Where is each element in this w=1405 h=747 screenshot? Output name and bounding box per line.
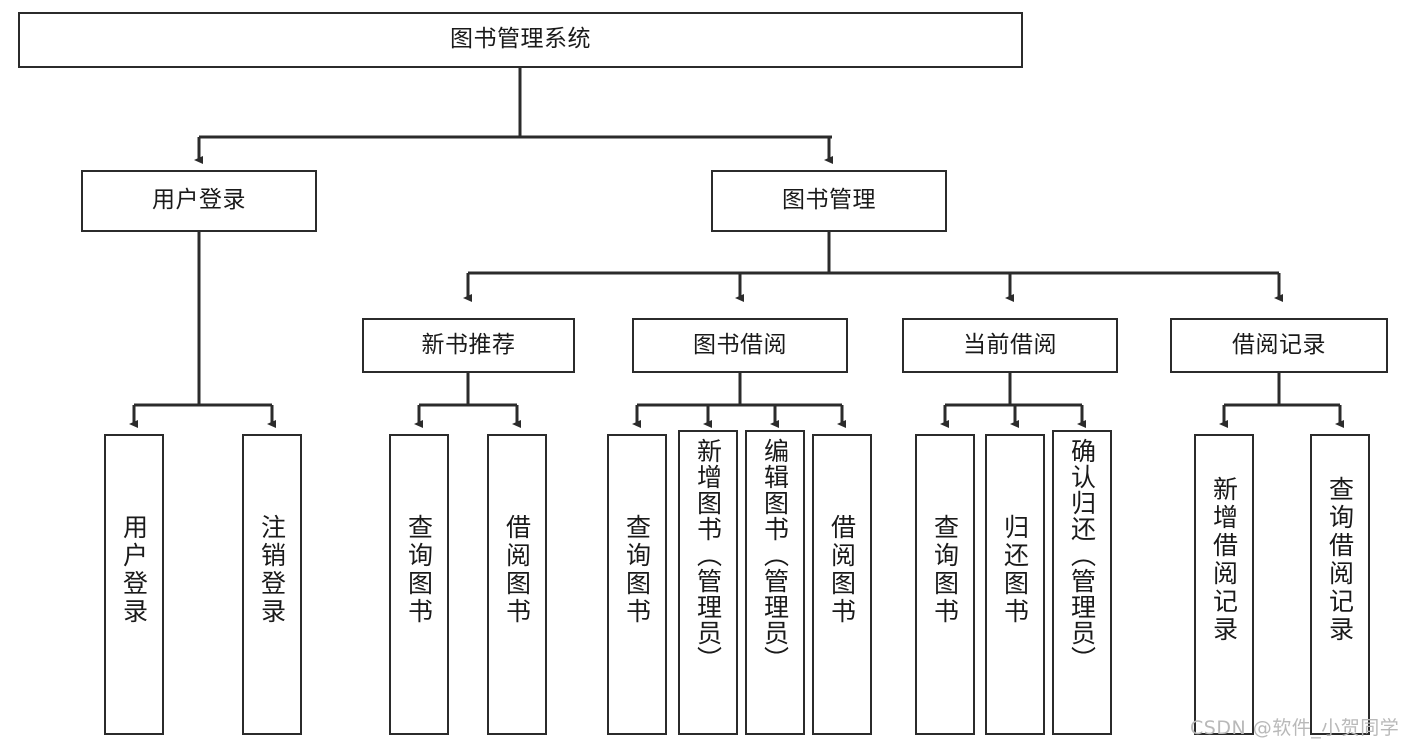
leaf-query-book-current-label: 查询图书 — [930, 514, 960, 626]
leaf-borrow-book-borrow-label: 借阅图书 — [827, 514, 857, 626]
leaf-query-book-recommend[interactable]: 查询图书 — [389, 434, 449, 735]
leaf-add-book-admin-label: 新增图书（管理员） — [693, 438, 723, 672]
node-borrow-record[interactable]: 借阅记录 — [1170, 318, 1388, 373]
node-book-management[interactable]: 图书管理 — [711, 170, 947, 232]
node-user-login-label: 用户登录 — [152, 187, 246, 214]
leaf-add-book-admin[interactable]: 新增图书（管理员） — [678, 430, 738, 735]
leaf-logout[interactable]: 注销登录 — [242, 434, 302, 735]
leaf-borrow-book-recommend[interactable]: 借阅图书 — [487, 434, 547, 735]
node-current-borrow[interactable]: 当前借阅 — [902, 318, 1118, 373]
node-book-management-label: 图书管理 — [782, 187, 876, 214]
leaf-add-borrow-record[interactable]: 新增借阅记录 — [1194, 434, 1254, 735]
leaf-confirm-return-admin-label: 确认归还（管理员） — [1067, 438, 1097, 672]
leaf-return-book[interactable]: 归还图书 — [985, 434, 1045, 735]
leaf-borrow-book-borrow[interactable]: 借阅图书 — [812, 434, 872, 735]
node-new-book-recommend-label: 新书推荐 — [421, 331, 516, 358]
leaf-confirm-return-admin[interactable]: 确认归还（管理员） — [1052, 430, 1112, 735]
leaf-user-login[interactable]: 用户登录 — [104, 434, 164, 735]
leaf-query-book-current[interactable]: 查询图书 — [915, 434, 975, 735]
leaf-borrow-book-recommend-label: 借阅图书 — [502, 514, 532, 626]
leaf-logout-label: 注销登录 — [257, 514, 287, 626]
leaf-query-borrow-record-label: 查询借阅记录 — [1325, 476, 1355, 644]
leaf-return-book-label: 归还图书 — [1000, 514, 1030, 626]
node-borrow-record-label: 借阅记录 — [1232, 331, 1326, 358]
leaf-query-borrow-record[interactable]: 查询借阅记录 — [1310, 434, 1370, 735]
leaf-add-borrow-record-label: 新增借阅记录 — [1209, 476, 1239, 644]
node-root-label: 图书管理系统 — [450, 26, 591, 53]
csdn-watermark: CSDN @软件_小贺同学 — [1190, 717, 1400, 739]
leaf-query-book-borrow-label: 查询图书 — [622, 514, 652, 626]
leaf-user-login-label: 用户登录 — [119, 514, 149, 626]
leaf-edit-book-admin[interactable]: 编辑图书（管理员） — [745, 430, 805, 735]
node-current-borrow-label: 当前借阅 — [963, 331, 1057, 358]
leaf-query-book-recommend-label: 查询图书 — [404, 514, 434, 626]
node-user-login[interactable]: 用户登录 — [81, 170, 317, 232]
leaf-edit-book-admin-label: 编辑图书（管理员） — [760, 438, 790, 672]
leaf-query-book-borrow[interactable]: 查询图书 — [607, 434, 667, 735]
node-book-borrow-label: 图书借阅 — [693, 331, 787, 358]
node-book-borrow[interactable]: 图书借阅 — [632, 318, 848, 373]
node-root[interactable]: 图书管理系统 — [18, 12, 1023, 68]
node-new-book-recommend[interactable]: 新书推荐 — [362, 318, 575, 373]
